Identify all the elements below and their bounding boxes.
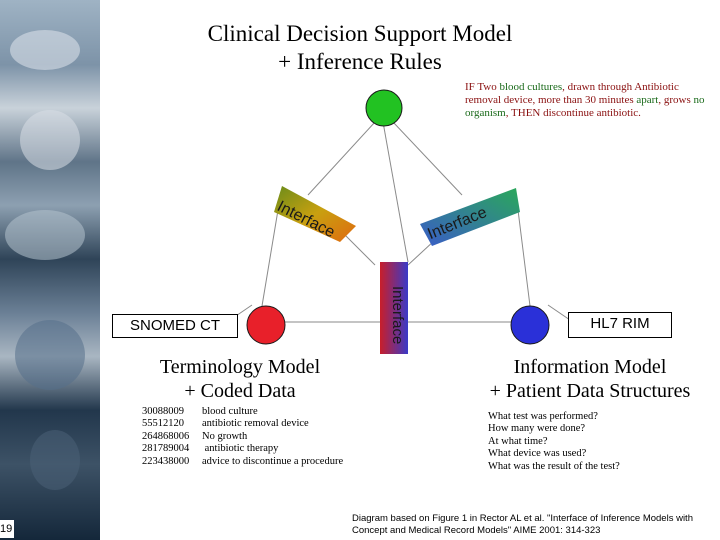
rule-part-8: , THEN discontinue antibiotic.: [505, 107, 641, 119]
rule-part-5: apart: [636, 94, 659, 106]
interface-middle-bar: [380, 262, 408, 354]
rule-part-4: , more than 30 minutes: [532, 94, 637, 106]
information-caption-line-1: Information Model: [513, 356, 667, 378]
citation-line-2: Concept and Medical Record Models" AIME …: [352, 525, 601, 536]
list-item: What device was used?: [488, 448, 587, 460]
list-item: What was the result of the test?: [488, 460, 620, 472]
information-caption-line-2: + Patient Data Structures: [489, 380, 691, 402]
rule-part-7: no organism: [465, 94, 705, 119]
connector-lines: [229, 121, 571, 323]
terminology-model-caption: Terminology Model + Coded Data: [120, 355, 360, 403]
inference-rule-text: IF Two blood cultures, drawn through Ant…: [465, 81, 715, 120]
interface-left-wedge: [274, 186, 356, 242]
interface-right-wedge: [420, 188, 520, 246]
terminology-caption-line-1: Terminology Model: [159, 356, 321, 378]
list-item: What test was performed?: [488, 411, 598, 422]
list-item: How many were done?: [488, 423, 586, 435]
slide-number: 19: [0, 520, 14, 538]
photo-strip-image: [0, 0, 100, 540]
interface-middle-label: Interface: [389, 286, 406, 345]
hl7-rim-box: HL7 RIM: [568, 312, 672, 338]
list-item: 281789004 antibiotic therapy: [142, 443, 279, 455]
information-model-caption: Information Model + Patient Data Structu…: [462, 355, 718, 403]
snomed-ct-box: SNOMED CT: [112, 314, 238, 338]
rule-part-2: blood cultures: [499, 81, 563, 93]
source-citation: Diagram based on Figure 1 in Rector AL e…: [352, 513, 720, 537]
terminology-node: [246, 305, 286, 345]
page-title: Clinical Decision Support Model + Infere…: [150, 20, 570, 76]
list-item: At what time?: [488, 435, 548, 447]
rule-part-6: , grows: [658, 94, 694, 106]
rule-part-1: IF Two: [465, 81, 500, 93]
information-node: [510, 305, 550, 345]
title-line-1: Clinical Decision Support Model: [207, 21, 513, 46]
terminology-caption-line-2: + Coded Data: [184, 380, 296, 402]
inference-node: [365, 89, 403, 127]
patient-data-questions: What test was performed? How many were d…: [488, 411, 620, 473]
title-line-2: + Inference Rules: [278, 49, 442, 74]
citation-line-1: Diagram based on Figure 1 in Rector AL e…: [352, 513, 693, 524]
rule-part-3: , drawn through Antibiotic removal devic…: [465, 81, 679, 106]
